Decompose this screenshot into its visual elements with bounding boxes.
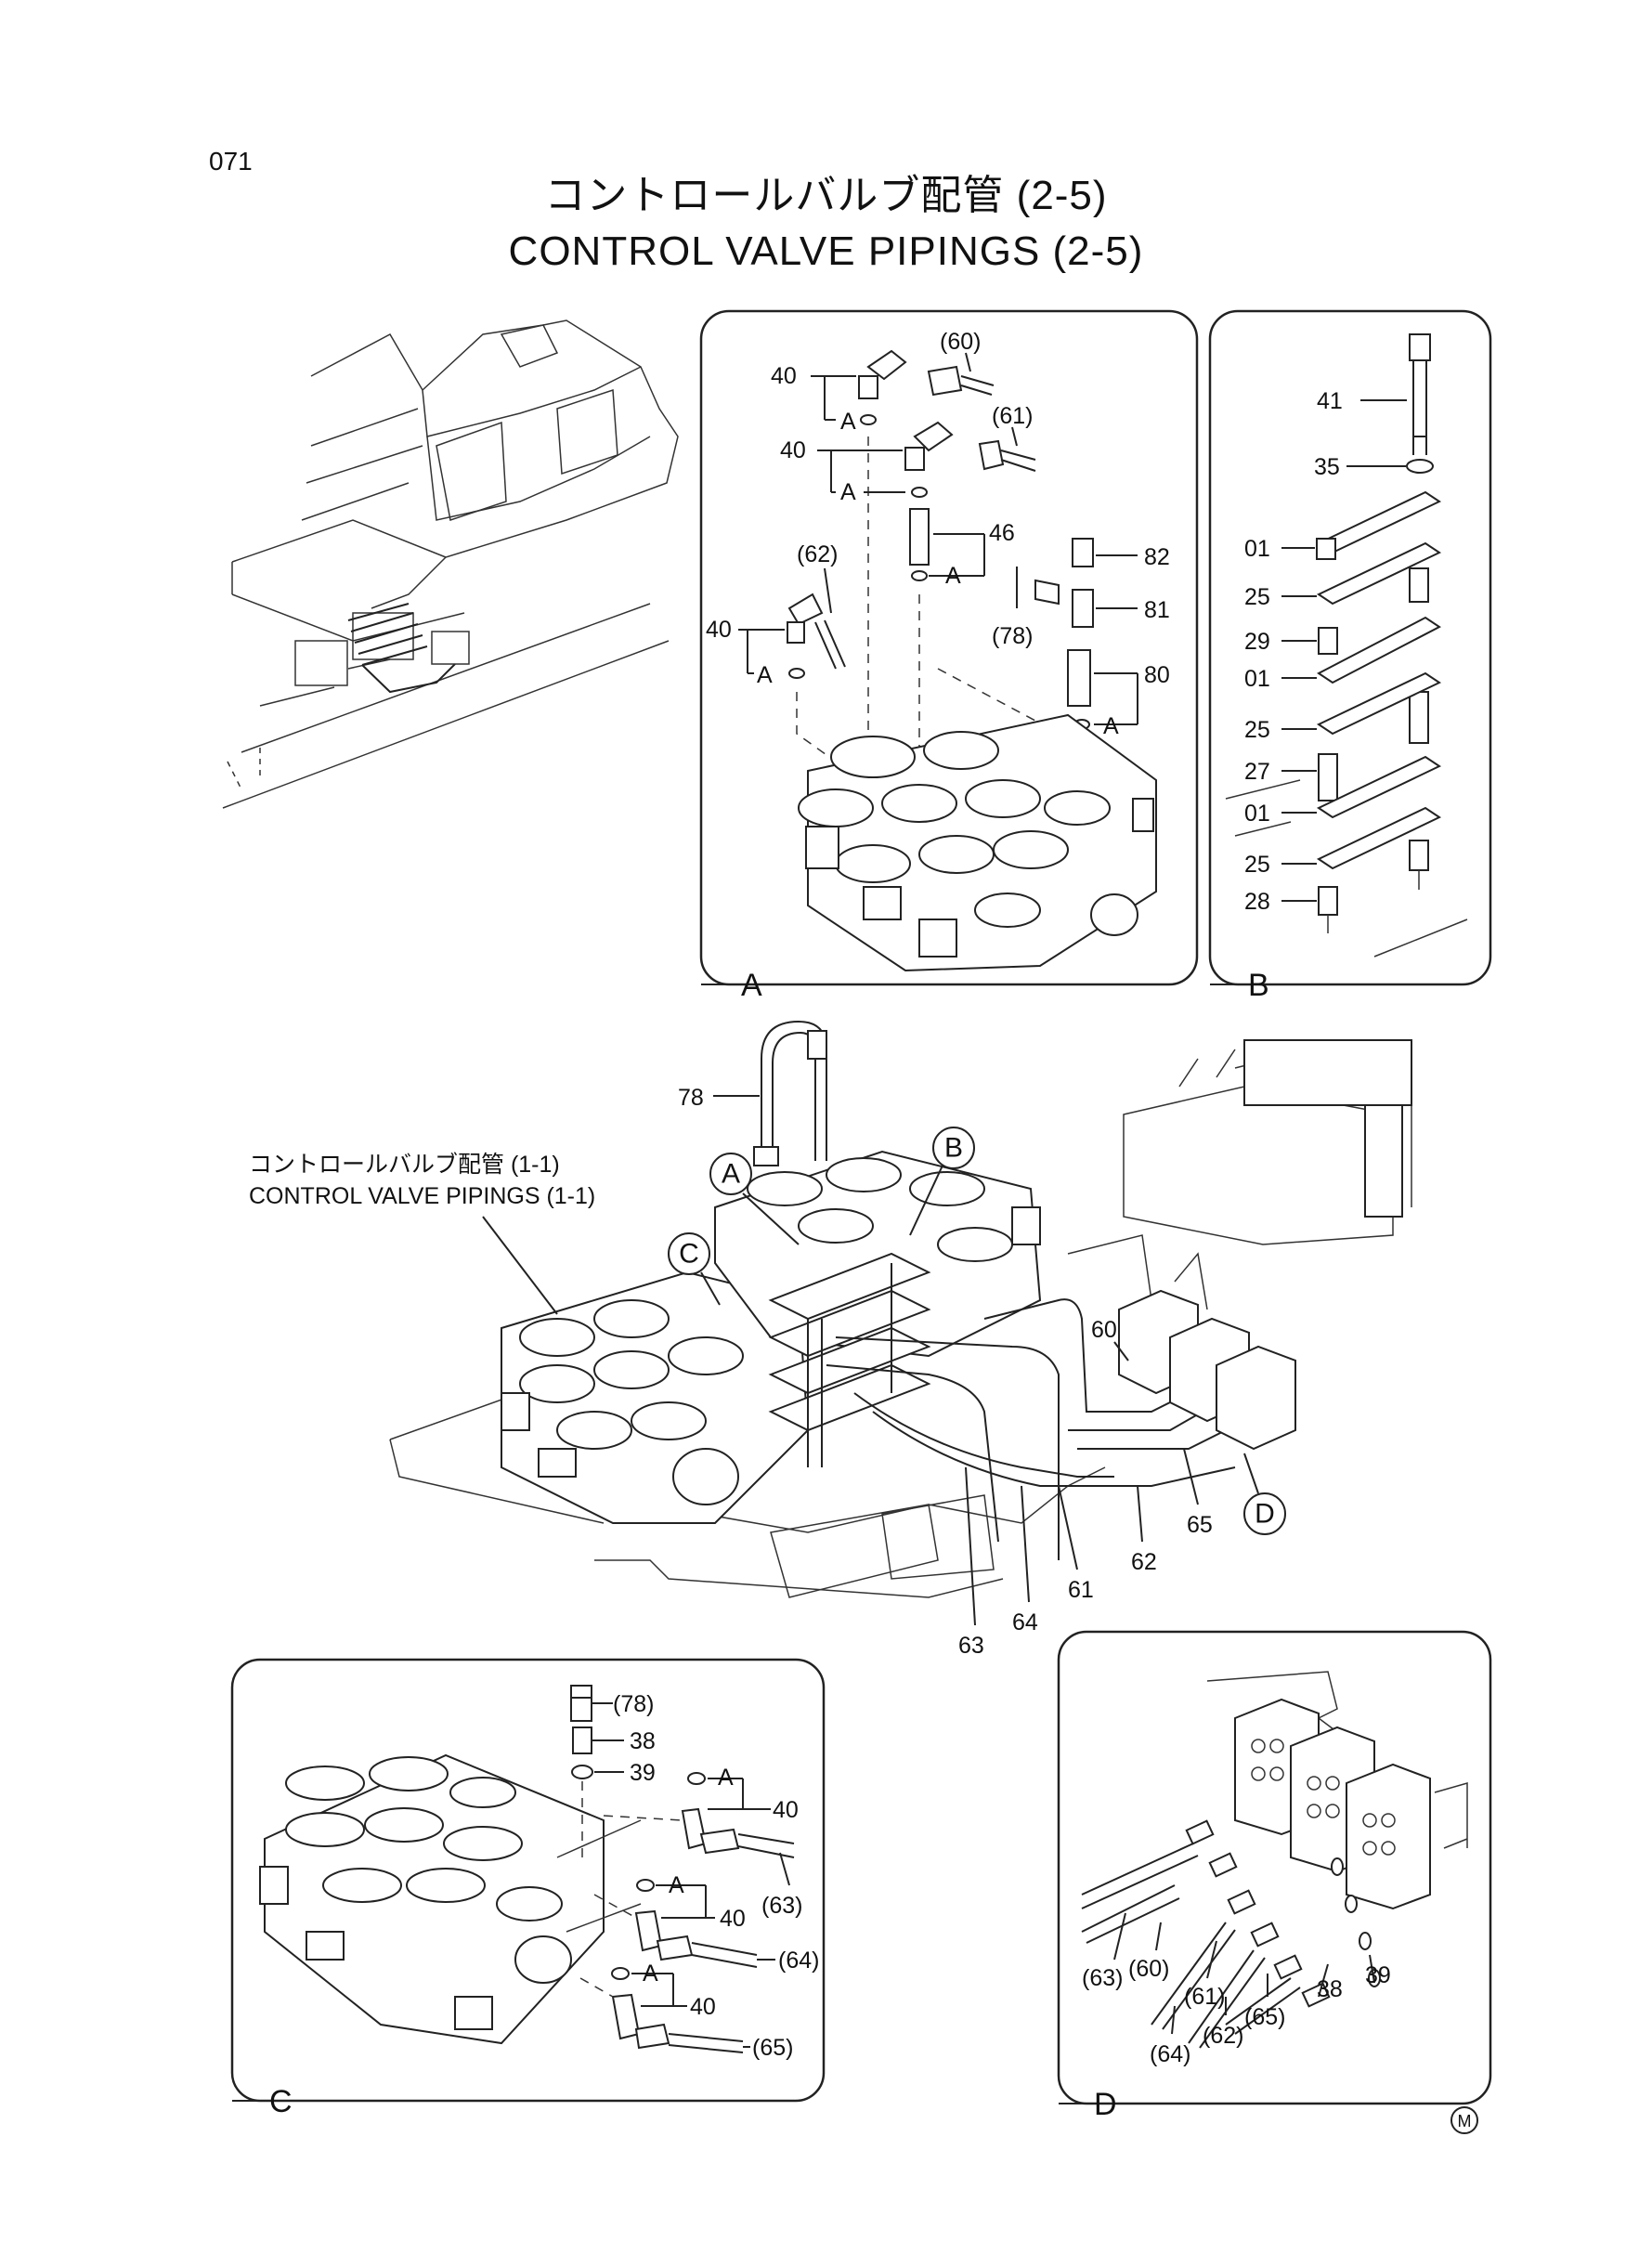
label-25-b: 25 [1244, 717, 1270, 743]
detail-marker-a-1: A [840, 409, 856, 435]
label-27: 27 [1244, 759, 1270, 785]
label-01-c: 01 [1244, 801, 1270, 827]
panel-a-letter: A [741, 968, 762, 1003]
label-40-a: 40 [771, 363, 797, 389]
manufacturer-mark-letter: M [1458, 2112, 1472, 2130]
main-label-62: 62 [1131, 1549, 1157, 1575]
c-label-40-c: 40 [690, 1994, 716, 2020]
d-label-60: (60) [1128, 1956, 1169, 1982]
label-29: 29 [1244, 629, 1270, 655]
c-detail-marker-3: A [643, 1961, 658, 1987]
control-valve-block-a [798, 713, 1157, 972]
main-label-63: 63 [958, 1633, 984, 1659]
callout-b-marker: B [944, 1133, 963, 1164]
label-40-c: 40 [706, 617, 732, 643]
c-label-38: 38 [630, 1728, 656, 1754]
main-label-78: 78 [678, 1085, 704, 1111]
d-label-38: 38 [1317, 1976, 1343, 2002]
detail-panel-b: B 41 35 01 25 29 01 [1208, 309, 1492, 1003]
panel-b-letter: B [1248, 968, 1269, 1003]
excavator-overview-drawing [222, 319, 679, 809]
d-label-64: (64) [1150, 2041, 1190, 2067]
c-label-78: (78) [613, 1691, 654, 1717]
control-valve-pipings-callout-en: CONTROL VALVE PIPINGS (1-1) [249, 1183, 596, 1209]
detail-panel-c: C [230, 1658, 826, 2119]
callout-c-marker: C [679, 1239, 699, 1270]
control-valve-pipings-callout-jp: コントロールバルブ配管 (1-1) [249, 1152, 560, 1178]
c-detail-marker-1: A [718, 1765, 734, 1791]
label-35: 35 [1314, 454, 1340, 480]
label-25-a: 25 [1244, 584, 1270, 610]
main-label-60: 60 [1091, 1317, 1117, 1343]
label-82: 82 [1144, 544, 1170, 570]
page-title-english: CONTROL VALVE PIPINGS (2-5) [508, 228, 1144, 274]
d-label-61: (61) [1184, 1984, 1225, 2010]
main-label-65: 65 [1187, 1512, 1213, 1538]
detail-marker-a-3: A [945, 563, 961, 589]
callout-d-marker: D [1255, 1499, 1275, 1530]
c-label-40-b: 40 [720, 1906, 746, 1932]
label-78-ref: (78) [992, 623, 1033, 649]
c-label-39: 39 [630, 1760, 656, 1786]
label-81: 81 [1144, 597, 1170, 623]
c-label-65: (65) [752, 2035, 793, 2061]
c-detail-marker-2: A [669, 1872, 684, 1898]
label-80: 80 [1144, 662, 1170, 688]
c-label-63: (63) [761, 1893, 802, 1919]
detail-marker-a-5: A [1103, 713, 1119, 739]
manufacturer-mark-circle [1450, 2106, 1478, 2134]
main-assembly-drawing: A B C D 78 60 61 62 63 64 65 [389, 1020, 1412, 1659]
detail-panel-d: D (63) (60) (61) [1057, 1630, 1492, 2122]
detail-marker-a-4: A [757, 662, 773, 688]
panel-c-letter: C [269, 2084, 293, 2119]
detail-panel-a: A [699, 309, 1199, 1003]
label-60: (60) [940, 329, 981, 355]
main-label-64: 64 [1012, 1609, 1038, 1635]
label-01-a: 01 [1244, 536, 1270, 562]
d-label-63: (63) [1082, 1965, 1123, 1991]
detail-marker-a-2: A [840, 479, 856, 505]
c-label-40-a: 40 [773, 1797, 799, 1823]
label-41: 41 [1317, 388, 1343, 414]
label-46: 46 [989, 520, 1015, 546]
main-label-61: 61 [1068, 1577, 1094, 1603]
label-61: (61) [992, 403, 1033, 429]
d-label-62: (62) [1203, 2023, 1243, 2049]
d-label-39: 39 [1365, 1962, 1391, 1988]
label-25-c: 25 [1244, 852, 1270, 878]
panel-d-letter: D [1094, 2087, 1117, 2122]
callout-a-marker: A [722, 1159, 740, 1190]
label-40-b: 40 [780, 437, 806, 463]
page-title-japanese: コントロールバルブ配管 (2-5) [544, 173, 1108, 218]
d-label-65: (65) [1244, 2004, 1285, 2030]
label-28: 28 [1244, 889, 1270, 915]
label-62: (62) [797, 541, 838, 567]
label-01-b: 01 [1244, 666, 1270, 692]
c-label-64: (64) [778, 1948, 819, 1974]
page-number: 071 [209, 147, 253, 176]
